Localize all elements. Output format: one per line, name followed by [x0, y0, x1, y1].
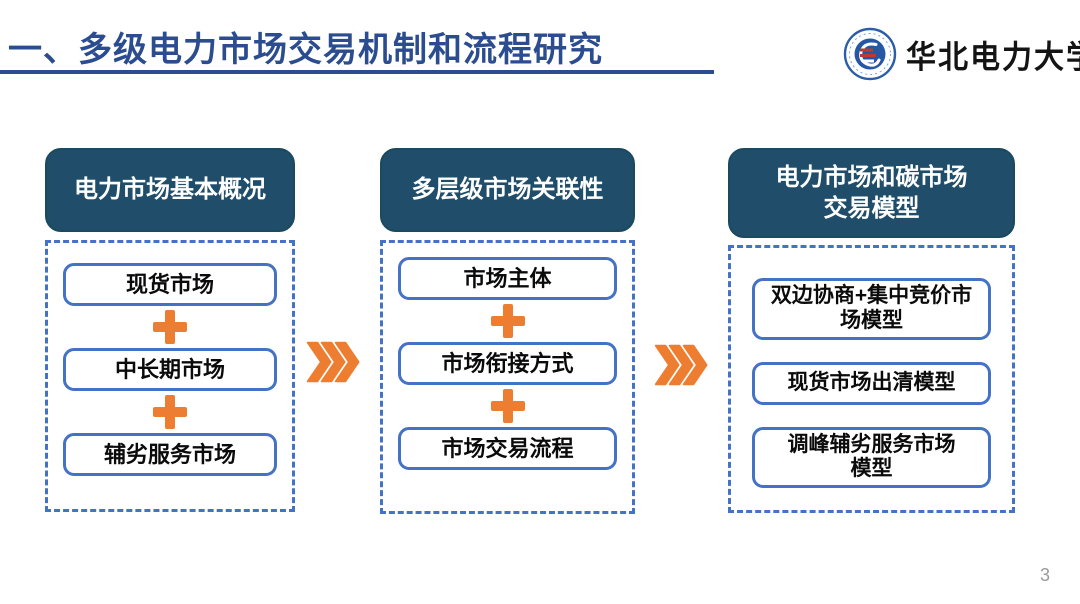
column-items-container: 双边协商+集中竞价市 场模型 现货市场出清模型 调峰辅劣服务市场 模型	[728, 245, 1015, 513]
column-header: 电力市场基本概况	[45, 148, 295, 232]
page-number: 3	[1040, 565, 1051, 585]
university-emblem-icon	[843, 27, 897, 81]
column-items-container: 现货市场 中长期市场 辅劣服务市场	[45, 240, 295, 512]
plus-icon	[151, 308, 189, 346]
plus-icon	[489, 387, 527, 425]
triple-chevron-right-icon	[654, 342, 710, 388]
university-logo: 华北电力大学	[843, 27, 1080, 81]
item-box: 双边协商+集中竞价市 场模型	[752, 278, 991, 340]
plus-icon	[489, 302, 527, 340]
item-box: 市场主体	[397, 257, 618, 300]
column-header: 电力市场和碳市场 交易模型	[728, 148, 1015, 238]
title-underline	[0, 70, 714, 74]
triple-chevron-right-icon	[306, 339, 362, 385]
column-items-container: 市场主体 市场衔接方式 市场交易流程	[380, 240, 635, 514]
university-name: 华北电力大学	[906, 39, 1080, 77]
column-multilevel-market-relevance: 多层级市场关联性 市场主体 市场衔接方式 市场交易流程	[380, 148, 635, 514]
item-box: 中长期市场	[62, 348, 278, 391]
item-box: 现货市场	[62, 263, 278, 306]
item-box: 市场交易流程	[397, 427, 618, 470]
column-header: 多层级市场关联性	[380, 148, 635, 232]
item-box: 现货市场出清模型	[752, 361, 991, 405]
page-title: 一、多级电力市场交易机制和流程研究	[8, 31, 603, 69]
item-box: 调峰辅劣服务市场 模型	[752, 426, 991, 489]
item-box: 辅劣服务市场	[62, 433, 278, 476]
column-power-market-overview: 电力市场基本概况 现货市场 中长期市场 辅劣服务市场	[45, 148, 295, 512]
item-box: 市场衔接方式	[397, 342, 618, 385]
column-market-trading-models: 电力市场和碳市场 交易模型 双边协商+集中竞价市 场模型 现货市场出清模型 调峰…	[728, 148, 1015, 513]
plus-icon	[151, 393, 189, 431]
